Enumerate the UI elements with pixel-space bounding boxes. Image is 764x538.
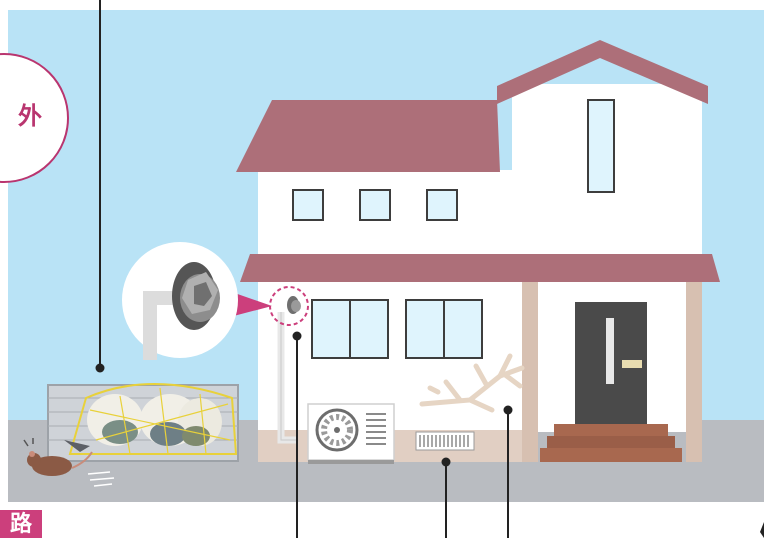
main-roof — [236, 100, 500, 172]
outside-label: 外 — [0, 96, 60, 131]
window-2f-3 — [427, 190, 457, 220]
garbage-bags-icon — [48, 384, 238, 461]
vent-grille-icon — [416, 432, 474, 450]
eave-band — [240, 254, 720, 282]
window-1f-right — [406, 300, 482, 358]
tall-window — [588, 100, 614, 192]
step-mid — [547, 436, 675, 448]
door-handle — [622, 360, 642, 368]
house — [236, 40, 720, 462]
step-top — [554, 424, 668, 436]
porch-pillar-left — [522, 282, 538, 462]
window-2f-2 — [360, 190, 390, 220]
porch-pillar-right — [686, 282, 702, 462]
air-conditioner-icon — [308, 404, 394, 464]
step-bottom — [540, 448, 682, 462]
route-label: 路 — [0, 510, 42, 538]
window-1f-left — [312, 300, 388, 358]
window-2f-1 — [293, 190, 323, 220]
corner-mark — [760, 522, 764, 538]
door-glass — [606, 318, 614, 384]
